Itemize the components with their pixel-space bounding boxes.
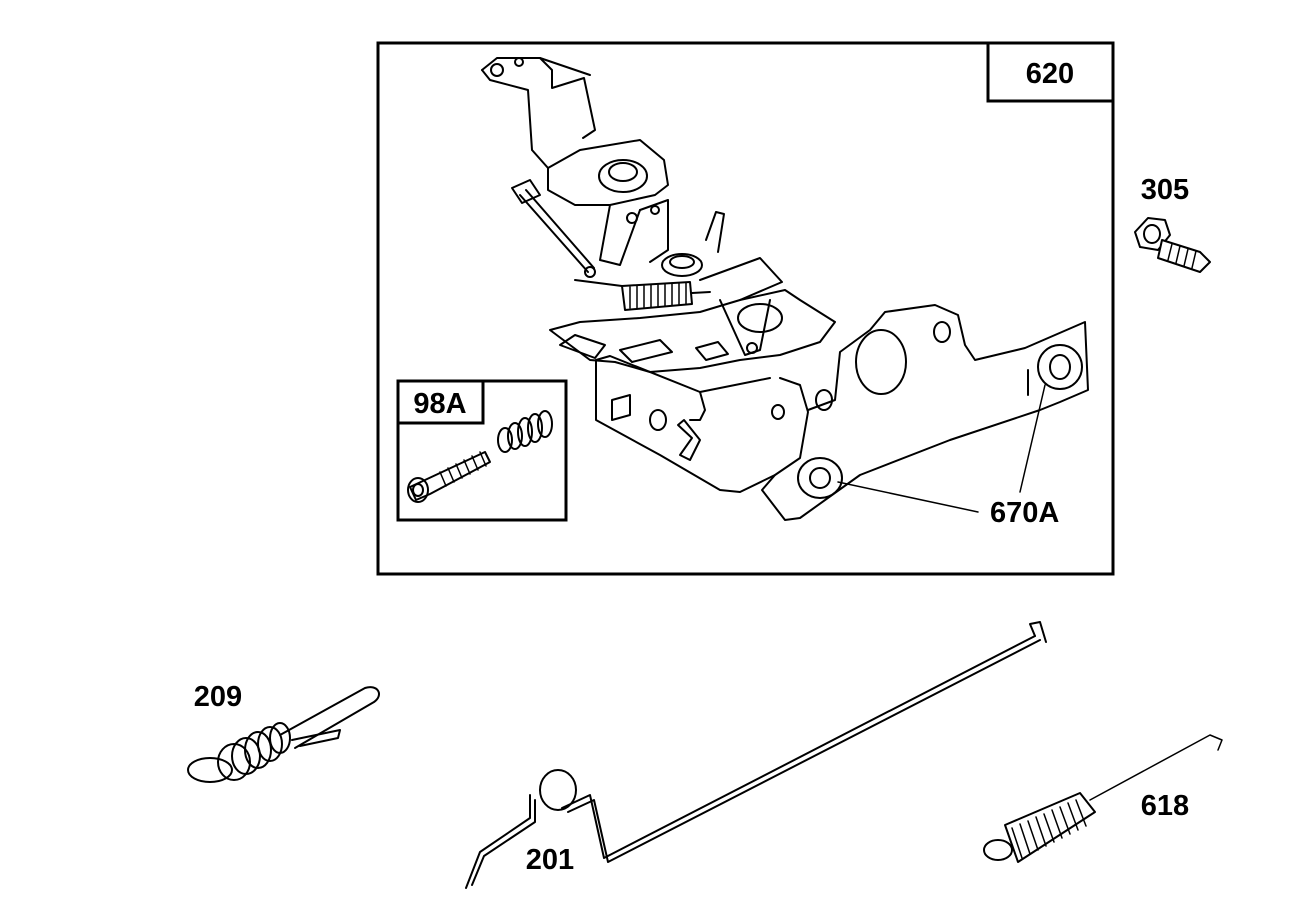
- kit-98a-group: 98A: [396, 379, 568, 522]
- part-670a-label: 670A: [990, 497, 1059, 529]
- part-201-label: 201: [526, 844, 574, 876]
- part-209-spring: 209: [187, 681, 380, 783]
- part-670a-leader-2: [1019, 384, 1046, 493]
- part-670a-leader-1: [837, 481, 979, 513]
- part-618-label: 618: [1141, 790, 1189, 822]
- kit-620-label: 620: [1026, 58, 1074, 90]
- kit-620-frame: [376, 41, 1115, 576]
- part-201-rod: 201: [465, 621, 1047, 889]
- adjustment-spring-drawing: [497, 410, 553, 453]
- adjustment-screw-drawing: [407, 451, 491, 503]
- kit-98a-label: 98A: [413, 388, 466, 420]
- part-618-spring: 618: [983, 734, 1223, 863]
- part-209-label: 209: [194, 681, 242, 713]
- kit-620-label-box: [986, 41, 1115, 103]
- kit-98a-label-box: [396, 379, 485, 425]
- control-bracket-drawing: [481, 57, 1089, 521]
- part-305-bolt: 305: [1134, 174, 1211, 273]
- kit-620-group: 620: [376, 41, 1115, 576]
- part-305-label: 305: [1141, 174, 1189, 206]
